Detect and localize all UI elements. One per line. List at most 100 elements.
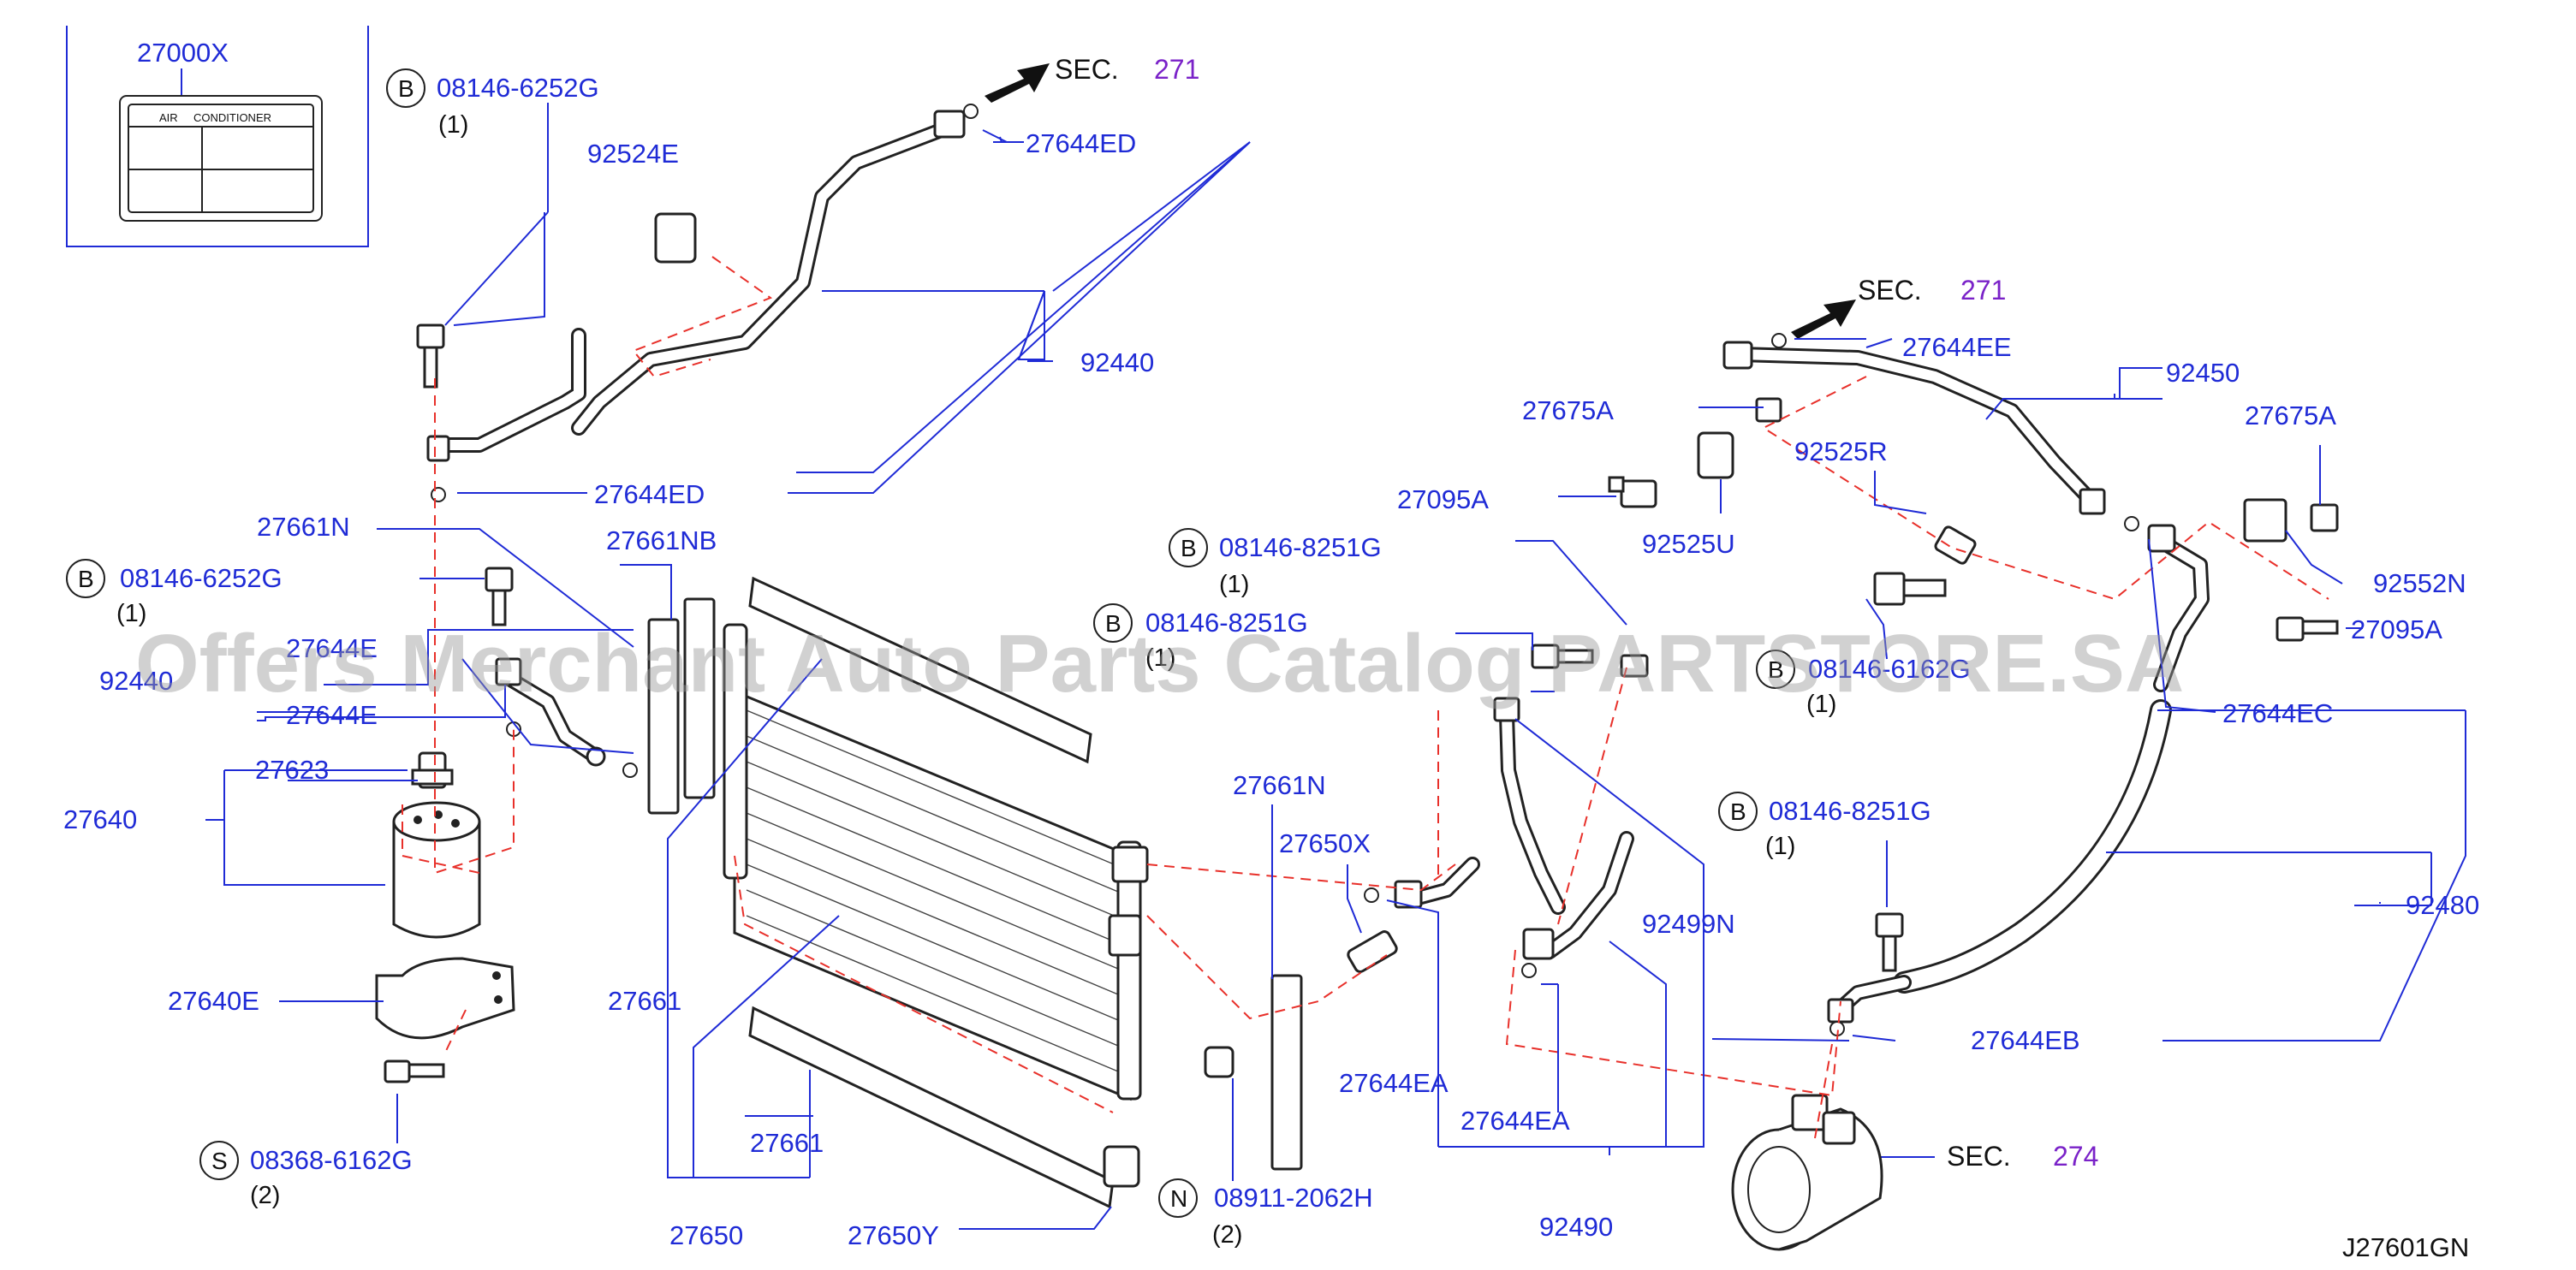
bolt-qty: (1) (1765, 833, 1795, 860)
part-label-27644EC[interactable]: 27644EC (2222, 698, 2333, 728)
seal-27661NB[interactable] (683, 597, 716, 799)
bolt-part-number[interactable]: 08146-8251G (1769, 796, 1931, 826)
part-label-27661N-b[interactable]: 27661N (1233, 770, 1326, 800)
sticker-line1: AIR (159, 111, 178, 124)
bolt-part-number[interactable]: 08146-6162G (1808, 654, 1971, 684)
section-ref-top[interactable]: SEC. 271 (985, 54, 1199, 103)
condenser-27650[interactable] (723, 623, 1149, 1101)
bolt-symbol: B (1105, 610, 1121, 637)
part-label-27644E-b[interactable]: 27644E (286, 700, 378, 730)
part-label-92552N[interactable]: 92552N (2373, 568, 2466, 598)
pipe-92450[interactable] (1722, 341, 2106, 515)
section-number[interactable]: 271 (1960, 275, 2006, 306)
section-ref-right[interactable]: SEC. 271 (1791, 275, 2006, 339)
part-label-27640[interactable]: 27640 (63, 804, 137, 834)
part-label-27675A[interactable]: 27675A (1522, 395, 1614, 425)
bolt-callout-3[interactable]: B 08146-8251G (1) (1169, 528, 1382, 598)
seal-27661-lower[interactable] (748, 1006, 1115, 1209)
pipe-92440-upper[interactable] (426, 110, 966, 462)
bolt-part-number[interactable]: 08911-2062H (1214, 1183, 1373, 1213)
part-label-27095A[interactable]: 27095A (1397, 484, 1489, 514)
bolt-part-number[interactable]: 08368-6162G (250, 1145, 413, 1175)
part-label-27650X[interactable]: 27650X (1279, 828, 1371, 858)
part-label-92524E[interactable]: 92524E (587, 139, 679, 169)
bolt-qty: (1) (1806, 691, 1836, 718)
assembly-lines (402, 256, 2329, 1139)
part-label-27644EB[interactable]: 27644EB (1971, 1025, 2080, 1055)
part-label-27661-b[interactable]: 27661 (750, 1128, 824, 1158)
part-label-27661NB[interactable]: 27661NB (606, 525, 717, 555)
receiver-drier-27640[interactable] (392, 801, 481, 939)
bolt-qty: (2) (1212, 1221, 1242, 1249)
part-label-27644EA[interactable]: 27644EA (1339, 1068, 1449, 1098)
section-number[interactable]: 271 (1154, 54, 1199, 85)
leader-lines (205, 129, 2466, 1230)
part-label-92490[interactable]: 92490 (1539, 1212, 1613, 1242)
section-prefix: SEC. (1947, 1141, 2011, 1172)
part-label-27623[interactable]: 27623 (255, 755, 329, 785)
part-label-92525U[interactable]: 92525U (1642, 529, 1735, 559)
part-label-27661N[interactable]: 27661N (257, 512, 350, 542)
sticker-line2: CONDITIONER (193, 111, 271, 124)
part-label-27095A-b[interactable]: 27095A (2351, 614, 2442, 644)
bolt-part-number[interactable]: 08146-6252G (437, 73, 599, 103)
part-label-27650[interactable]: 27650 (669, 1220, 743, 1250)
bolt-qty: (1) (438, 111, 468, 139)
bolt-qty: (1) (1219, 571, 1249, 598)
seal-27661-upper[interactable] (748, 576, 1092, 764)
bolt-part-number[interactable]: 08146-6252G (120, 563, 283, 593)
bolt-symbol: B (78, 566, 94, 592)
bolt-qty: (1) (116, 600, 146, 627)
bolt-symbol: B (398, 75, 414, 102)
bolt-qty: (2) (250, 1182, 280, 1209)
seal-27661N-right[interactable] (1270, 974, 1303, 1171)
part-label[interactable]: 27000X (137, 38, 229, 68)
watermark: Offers Merchant Auto Parts Catalog PARTS… (135, 618, 2184, 709)
part-label-27675A-b[interactable]: 27675A (2245, 401, 2336, 430)
part-label-92440-b[interactable]: 92440 (99, 666, 173, 696)
section-prefix: SEC. (1858, 275, 1922, 306)
bolt-callout-1[interactable]: B 08146-6252G (1) (386, 68, 599, 326)
pipe-92490[interactable] (1394, 697, 1634, 960)
part-label-27644ED-b[interactable]: 27644ED (594, 479, 705, 509)
part-label-27644EA-b[interactable]: 27644EA (1461, 1106, 1570, 1136)
part-label-92499N[interactable]: 92499N (1642, 909, 1735, 939)
part-label-27661[interactable]: 27661 (608, 986, 681, 1016)
part-label-27650Y[interactable]: 27650Y (848, 1220, 939, 1250)
bolt-symbol: S (211, 1148, 228, 1174)
bolt-callout-5[interactable]: B 08146-6162G (1) (1756, 598, 1971, 718)
bolt-callout-2[interactable]: B 08146-6252G (1) (66, 559, 485, 627)
hose-92480[interactable] (1827, 524, 2210, 1024)
diagram-code: J27601GN (2342, 1232, 2469, 1262)
bolt-callout-7[interactable]: S 08368-6162G (2) (199, 1141, 413, 1209)
section-number[interactable]: 274 (2053, 1141, 2098, 1172)
part-label-27644E[interactable]: 27644E (286, 633, 378, 663)
compressor[interactable] (1731, 1094, 1883, 1251)
part-label-92525R[interactable]: 92525R (1794, 436, 1888, 466)
bolt-qty: (1) (1145, 644, 1175, 672)
bolt-symbol: B (1768, 656, 1784, 683)
part-label-27640E[interactable]: 27640E (168, 986, 259, 1016)
bolt-symbol: N (1170, 1185, 1187, 1212)
bolt-part-number[interactable]: 08146-8251G (1145, 608, 1308, 638)
part-label-92480[interactable]: 92480 (2406, 890, 2479, 920)
bolt-part-number[interactable]: 08146-8251G (1219, 532, 1382, 562)
bolt-callout-6[interactable]: B 08146-8251G (1) (1718, 792, 1931, 860)
bolt-symbol: B (1730, 798, 1746, 825)
bolt-callout-4[interactable]: B 08146-8251G (1) (1093, 603, 1533, 672)
bolt-callout-8[interactable]: N 08911-2062H (2) (1158, 1078, 1373, 1249)
part-label-27644ED[interactable]: 27644ED (1026, 128, 1136, 158)
section-ref-compressor[interactable]: SEC. 274 (1859, 1141, 2098, 1172)
part-label-92450[interactable]: 92450 (2166, 358, 2240, 388)
section-prefix: SEC. (1055, 54, 1119, 85)
pipe-92440-lower[interactable] (495, 657, 606, 767)
bolt-hardware[interactable] (384, 104, 2339, 1188)
part-label-27644EE[interactable]: 27644EE (1902, 332, 2012, 362)
bracket-27640E[interactable] (375, 957, 515, 1040)
bolt-symbol: B (1181, 535, 1197, 561)
part-label-92440[interactable]: 92440 (1080, 347, 1154, 377)
seal-27661N-left[interactable] (647, 618, 680, 815)
part-labels: 92524E 27644ED 92440 27644ED 27661N 2766… (63, 128, 2479, 1250)
pressure-switch-27623[interactable] (411, 751, 454, 789)
